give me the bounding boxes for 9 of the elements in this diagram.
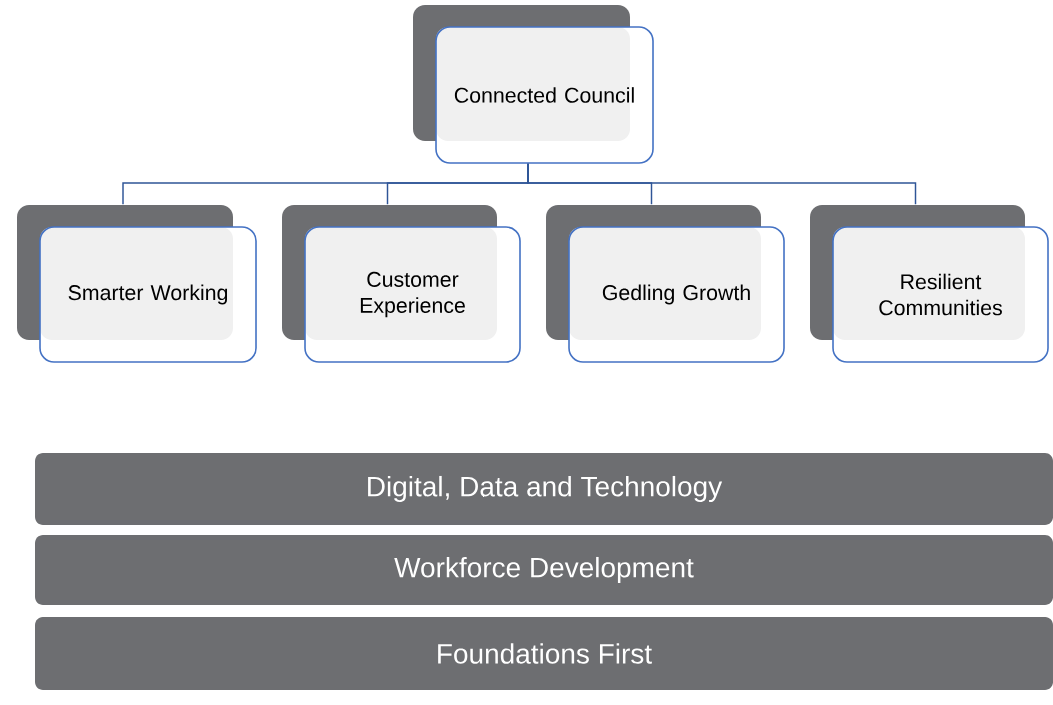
banner-bar: Digital, Data and Technology <box>35 453 1053 525</box>
banner-bar: Workforce Development <box>35 535 1053 605</box>
card: Customer Experience <box>282 205 521 363</box>
card: Connected Council <box>413 5 654 164</box>
banner-bar: Foundations First <box>35 617 1053 690</box>
card: Gedling Growth <box>546 205 785 363</box>
card: Resilient Communities <box>810 205 1049 363</box>
card: Smarter Working <box>17 205 257 363</box>
connector <box>527 163 917 205</box>
